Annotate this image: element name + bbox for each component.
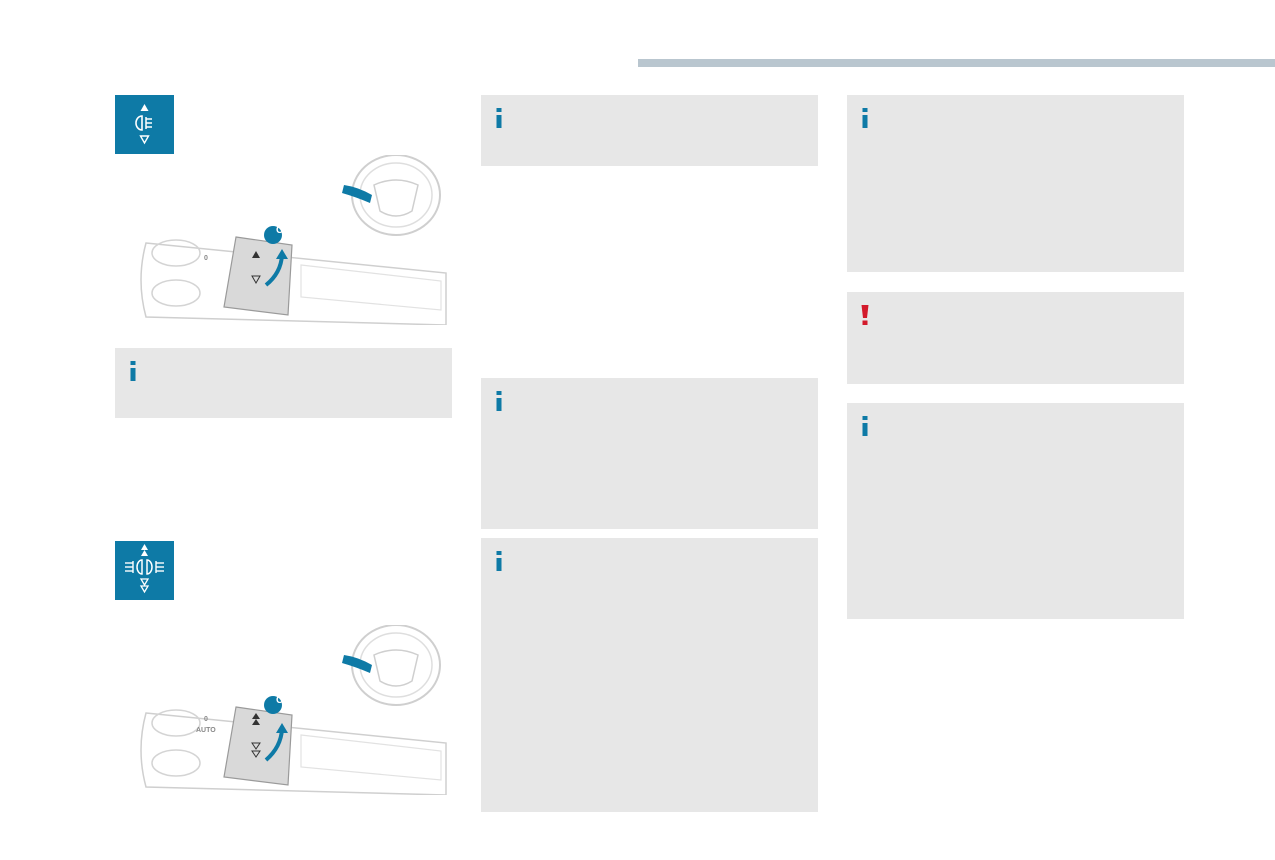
section-header-rule — [638, 59, 1275, 67]
ring-label: C — [276, 225, 284, 236]
exclamation-icon — [861, 305, 869, 325]
ring-label: C — [276, 695, 284, 706]
info-panel — [481, 538, 818, 812]
info-panel — [115, 348, 452, 418]
info-icon — [130, 361, 136, 381]
info-icon — [496, 391, 502, 411]
stalk-position-off: 0 — [204, 255, 208, 262]
rear-fog-lamp-icon — [115, 95, 174, 154]
info-icon — [496, 108, 502, 128]
info-icon — [496, 551, 502, 571]
info-panel — [847, 403, 1184, 619]
info-panel — [847, 95, 1184, 272]
lighting-stalk-illustration: C 0 — [136, 154, 452, 326]
stalk-position-off: 0 — [204, 716, 208, 723]
info-panel — [481, 378, 818, 529]
warning-panel — [847, 292, 1184, 384]
lighting-stalk-illustration-auto: C 0 AUTO — [136, 624, 452, 796]
front-and-rear-fog-lamp-icon — [115, 541, 174, 600]
info-panel — [481, 95, 818, 166]
info-icon — [862, 108, 868, 128]
stalk-position-auto: AUTO — [196, 727, 216, 734]
info-icon — [862, 416, 868, 436]
